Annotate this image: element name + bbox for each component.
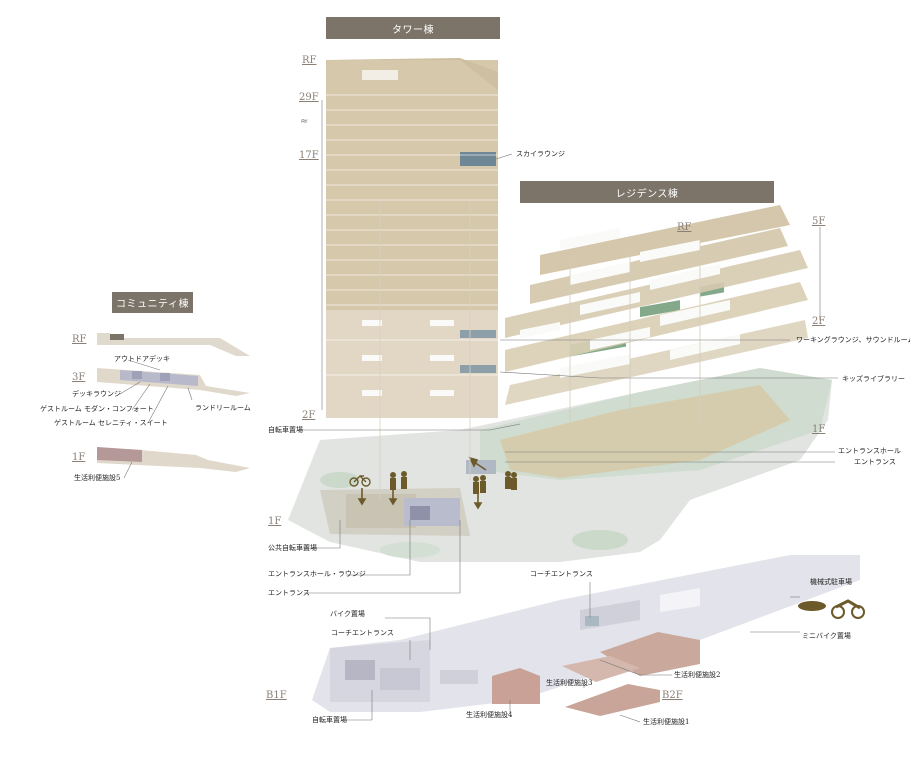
community-header: コミュニティ棟	[112, 292, 193, 313]
tower-body	[326, 58, 498, 418]
floor-com-rf: RF	[72, 334, 87, 345]
label-coach-entrance-right: コーチエントランス	[530, 570, 593, 578]
label-facility4: 生活利便施設4	[466, 711, 513, 719]
label-facility3: 生活利便施設3	[546, 679, 593, 687]
floor-res-rf: RF	[677, 222, 692, 233]
label-entrance-tower: エントランス	[268, 589, 310, 597]
floor-res-1f: 1F	[812, 424, 826, 435]
floor-com-3f: 3F	[72, 372, 86, 383]
label-facility1: 生活利便施設1	[643, 718, 690, 726]
tower-floor-lines	[326, 94, 498, 376]
mini-bike-icon	[798, 599, 865, 619]
label-deck-lounge: デッキラウンジ	[72, 390, 121, 398]
floor-res-5f: 5F	[812, 216, 826, 227]
bicycle-icon	[349, 475, 371, 487]
label-laundry: ランドリールーム	[195, 404, 251, 412]
facility-1-b2f	[565, 684, 660, 716]
floor-res-2f: 2F	[812, 316, 826, 327]
label-working-lounge: ワーキングラウンジ、サウンドルーム	[796, 336, 910, 344]
floor-tower-rf: RF	[302, 55, 317, 66]
floor-com-1f: 1F	[72, 452, 86, 463]
label-coach-entrance-left: コーチエントランス	[331, 629, 394, 637]
facility-3	[562, 656, 640, 682]
label-sky-lounge: スカイラウンジ	[516, 150, 565, 158]
floor-break-icon: ≈	[300, 116, 309, 127]
label-mini-bike: ミニバイク置場	[802, 632, 851, 640]
facility-4	[492, 668, 540, 704]
basement-b1f-slab	[312, 555, 860, 712]
leader-lines	[119, 100, 838, 723]
floor-ground-1f: 1F	[268, 516, 282, 527]
floor-b1f: B1F	[266, 690, 287, 701]
entrance-arrows	[357, 456, 487, 510]
label-facility5: 生活利便施設5	[74, 474, 121, 482]
label-mechanical-parking: 機械式駐車場	[810, 578, 852, 586]
label-guest-serenity: ゲストルーム セレニティ・スイート	[54, 419, 168, 427]
label-entrance-hall-lounge: エントランスホール・ラウンジ	[268, 570, 366, 578]
label-kids-library: キッズライブラリー	[842, 375, 905, 383]
community-1f	[97, 447, 250, 472]
residence-floors	[505, 205, 808, 455]
label-bicycle-parking-top: 自転車置場	[268, 426, 303, 434]
floor-tower-29f: 29F	[299, 92, 319, 103]
community-rf	[97, 333, 250, 356]
label-guest-modern: ゲストルーム モダン・コンフォート	[40, 405, 154, 413]
floor-tower-2f: 2F	[302, 410, 316, 421]
label-bike-parking: バイク置場	[330, 610, 365, 618]
label-facility2: 生活利便施設2	[674, 671, 721, 679]
label-outdoor-deck: アウトドアデッキ	[114, 355, 170, 363]
label-bicycle-parking-b1: 自転車置場	[312, 716, 347, 724]
community-3f	[97, 368, 250, 396]
label-entrance-hall: エントランスホール	[838, 447, 901, 455]
floor-tower-17f: 17F	[299, 150, 319, 161]
tower-header: タワー棟	[326, 17, 500, 39]
label-public-bicycle: 公共自転車置場	[268, 544, 317, 552]
floor-b2f: B2F	[662, 690, 683, 701]
label-entrance-res: エントランス	[854, 458, 896, 466]
residence-header: レジデンス棟	[520, 181, 774, 203]
people-icon	[390, 471, 517, 494]
